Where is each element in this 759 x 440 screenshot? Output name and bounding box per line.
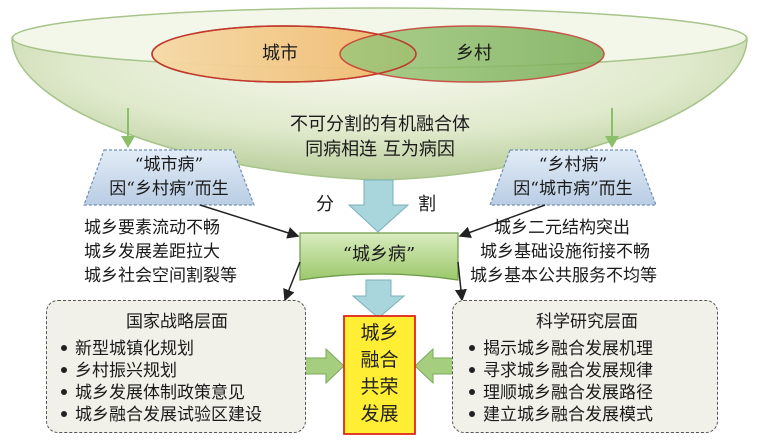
city-disease-line2: 因“乡村病”而生 [109,179,229,199]
national-strategy-box: 国家战略层面 新型城镇化规划 乡村振兴规划 城乡发展体制政策意见 城乡融合发展试… [46,300,306,433]
right-cause: 城乡基础设施衔接不畅 [480,242,650,262]
core-label: “城乡病” [342,244,416,265]
left-causes: 城乡要素流动不畅 城乡发展差距拉大 城乡社会空间割裂等 [84,216,294,288]
goal-box-shape [343,315,416,435]
core-box-shape [299,232,459,281]
national-item: 新型城镇化规划 [59,338,295,360]
left-green-arrow [304,347,345,385]
whole-line2: 同病相连 互为病因 [305,139,455,160]
goal-line: 发展 [360,403,399,425]
right-cause: 城乡基本公共服务不均等 [470,266,657,286]
research-title: 科学研究层面 [536,312,638,332]
research-item: 建立城乡融合发展模式 [467,404,707,426]
rural-label: 乡村 [456,43,492,64]
national-item: 城乡发展体制政策意见 [59,382,295,404]
right-cause: 城乡二元结构突出 [494,218,630,238]
left-cause: 城乡要素流动不畅 [84,218,220,238]
split-right-char: 割 [418,194,436,215]
rural-disease-shape [489,149,657,206]
goal-line: 共荣 [360,376,399,398]
national-title: 国家战略层面 [126,312,228,332]
research-item: 揭示城乡融合发展机理 [467,338,707,360]
left-cause: 城乡发展差距拉大 [84,242,220,262]
split-left-char: 分 [316,194,334,215]
research-box: 科学研究层面 揭示城乡融合发展机理 寻求城乡融合发展规律 理顺城乡融合发展路径 … [452,300,718,433]
goal-line: 融合 [360,349,399,371]
city-disease-shape [83,149,255,206]
split-arrow [347,179,410,233]
left-cause: 城乡社会空间割裂等 [84,266,237,286]
city-disease-line1: “城市病” [134,155,204,175]
whole-line1: 不可分割的有机融合体 [290,114,470,135]
research-item: 寻求城乡融合发展规律 [467,360,707,382]
core-to-goal-arrow [351,279,406,319]
goal-line: 城乡 [360,322,399,344]
national-item: 城乡融合发展试验区建设 [59,404,295,426]
right-green-arrow [414,347,455,385]
rural-disease-line2: 因“城市病”而生 [513,179,633,199]
city-label: 城市 [262,43,298,64]
rural-ellipse [339,25,605,83]
right-causes: 城乡二元结构突出 城乡基础设施衔接不畅 城乡基本公共服务不均等 [470,216,710,288]
goal-box: 城乡 融合 共荣 发展 [344,320,415,428]
national-item: 乡村振兴规划 [59,360,295,382]
rural-disease-line1: “乡村病” [538,155,608,175]
research-item: 理顺城乡融合发展路径 [467,382,707,404]
